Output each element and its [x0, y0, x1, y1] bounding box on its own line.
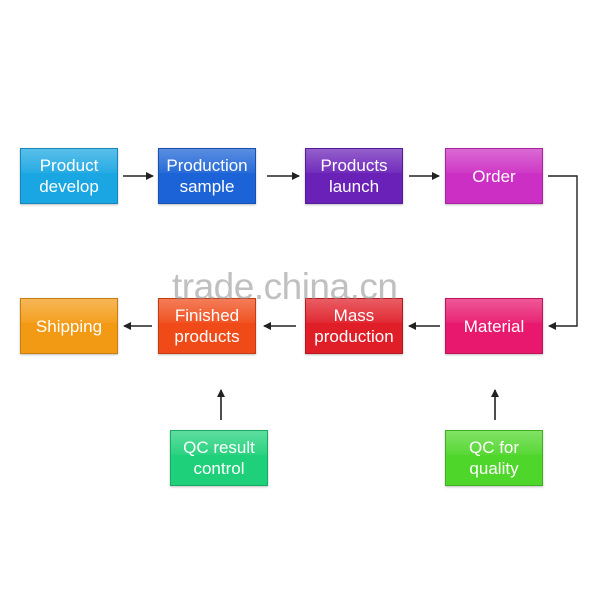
arrow-order-to-material: [548, 175, 578, 330]
node-shipping: Shipping: [20, 298, 118, 354]
node-label: Product develop: [39, 156, 99, 196]
node-products-launch: Products launch: [305, 148, 403, 204]
node-qc-result-control: QC result control: [170, 430, 268, 486]
node-qc-for-quality: QC for quality: [445, 430, 543, 486]
node-label: Mass production: [314, 306, 394, 346]
node-product-develop: Product develop: [20, 148, 118, 204]
node-label: Material: [463, 316, 525, 336]
node-label: Shipping: [35, 316, 103, 336]
node-label: QC for quality: [468, 438, 520, 478]
node-order: Order: [445, 148, 543, 204]
node-production-sample: Production sample: [158, 148, 256, 204]
watermark-text: trade.china.cn: [172, 266, 398, 307]
node-mass-production: Mass production: [305, 298, 403, 354]
node-label: QC result control: [183, 438, 255, 478]
node-finished-products: Finished products: [158, 298, 256, 354]
node-label: Products launch: [320, 156, 388, 196]
node-label: Finished products: [174, 306, 240, 346]
node-label: Order: [472, 166, 516, 186]
node-material: Material: [445, 298, 543, 354]
node-label: Production sample: [166, 156, 248, 196]
